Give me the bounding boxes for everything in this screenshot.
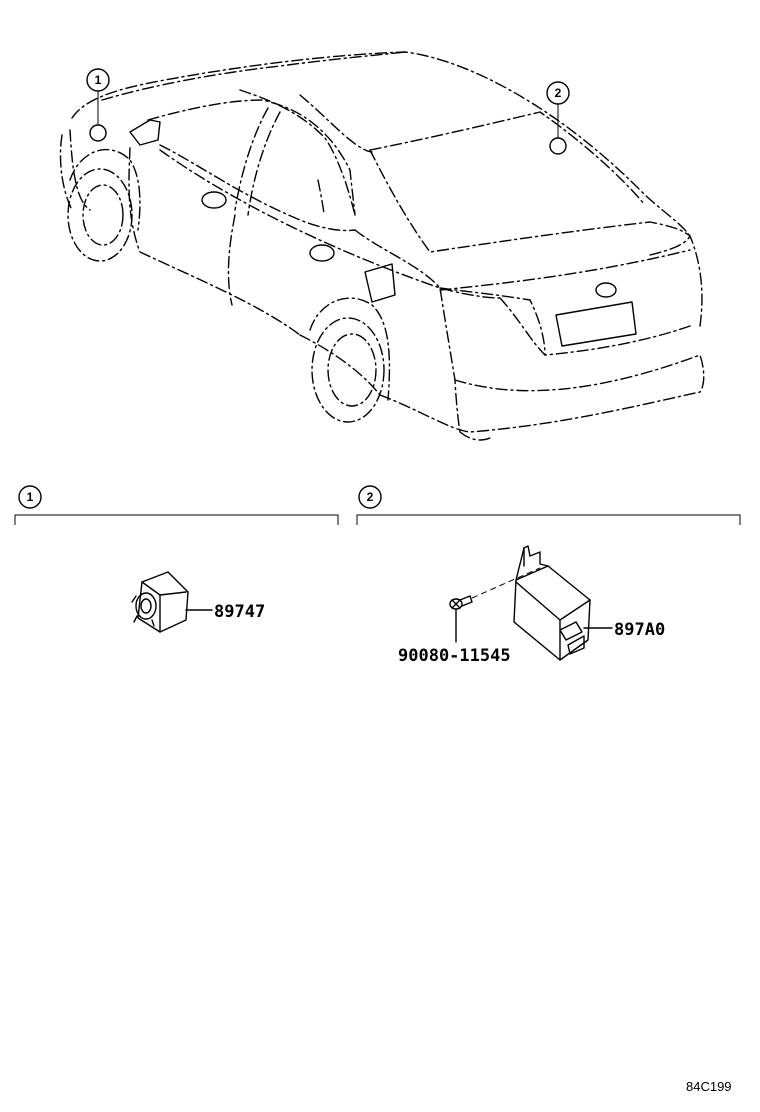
- car-outline: [59, 51, 705, 441]
- section-2-number: 2: [367, 490, 374, 504]
- part-number-897A0: 897A0: [614, 620, 665, 640]
- callout-1-label: 1: [95, 73, 102, 87]
- part-89747-drawing: [131, 571, 213, 633]
- callout-2-marker: [546, 81, 570, 155]
- section-1-number: 1: [27, 490, 34, 504]
- section-2-header: [356, 485, 741, 525]
- part-number-89747: 89747: [214, 602, 265, 622]
- part-897A0-drawing: [513, 545, 613, 661]
- diagram-reference-code: 84C199: [686, 1079, 732, 1094]
- screw-drawing: [449, 567, 541, 643]
- callout-1-marker: [86, 68, 110, 142]
- callout-2-label: 2: [555, 86, 562, 100]
- part-number-90080-11545: 90080-11545: [398, 646, 511, 666]
- section-1-header: [14, 485, 339, 525]
